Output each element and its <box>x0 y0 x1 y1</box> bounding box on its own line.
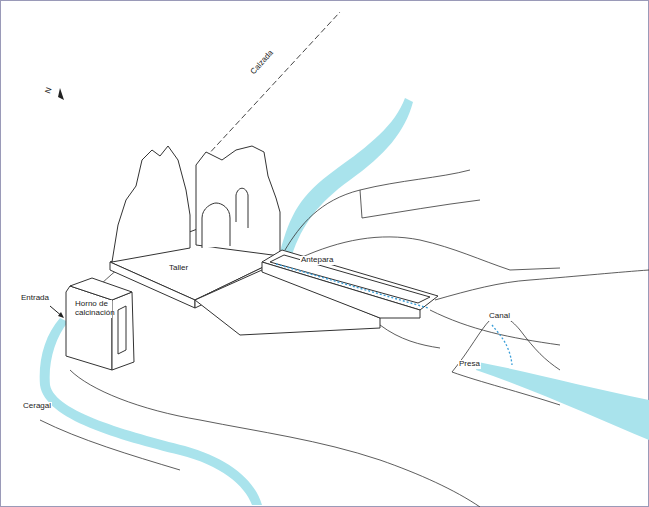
part-label: Entrada <box>20 294 50 303</box>
part-label: Antepara <box>300 256 334 265</box>
part-label: Presa <box>458 360 481 369</box>
arrowhead <box>58 312 64 318</box>
part-label: Horno de calcinación <box>74 300 112 318</box>
canal-line <box>492 325 512 365</box>
stream <box>280 98 413 255</box>
forebay-structure <box>195 250 438 335</box>
part-label: N <box>44 86 55 96</box>
road-line <box>205 12 340 158</box>
part-label: Taller <box>168 264 189 273</box>
water-channel <box>276 264 428 308</box>
kiln <box>66 278 134 370</box>
part-label: Ceragal <box>22 402 52 411</box>
part-label: Canal <box>488 312 511 321</box>
entrance-arrow <box>50 306 63 317</box>
river <box>476 362 649 440</box>
north-arrow <box>58 88 64 100</box>
part-label: Calzada <box>249 48 277 77</box>
